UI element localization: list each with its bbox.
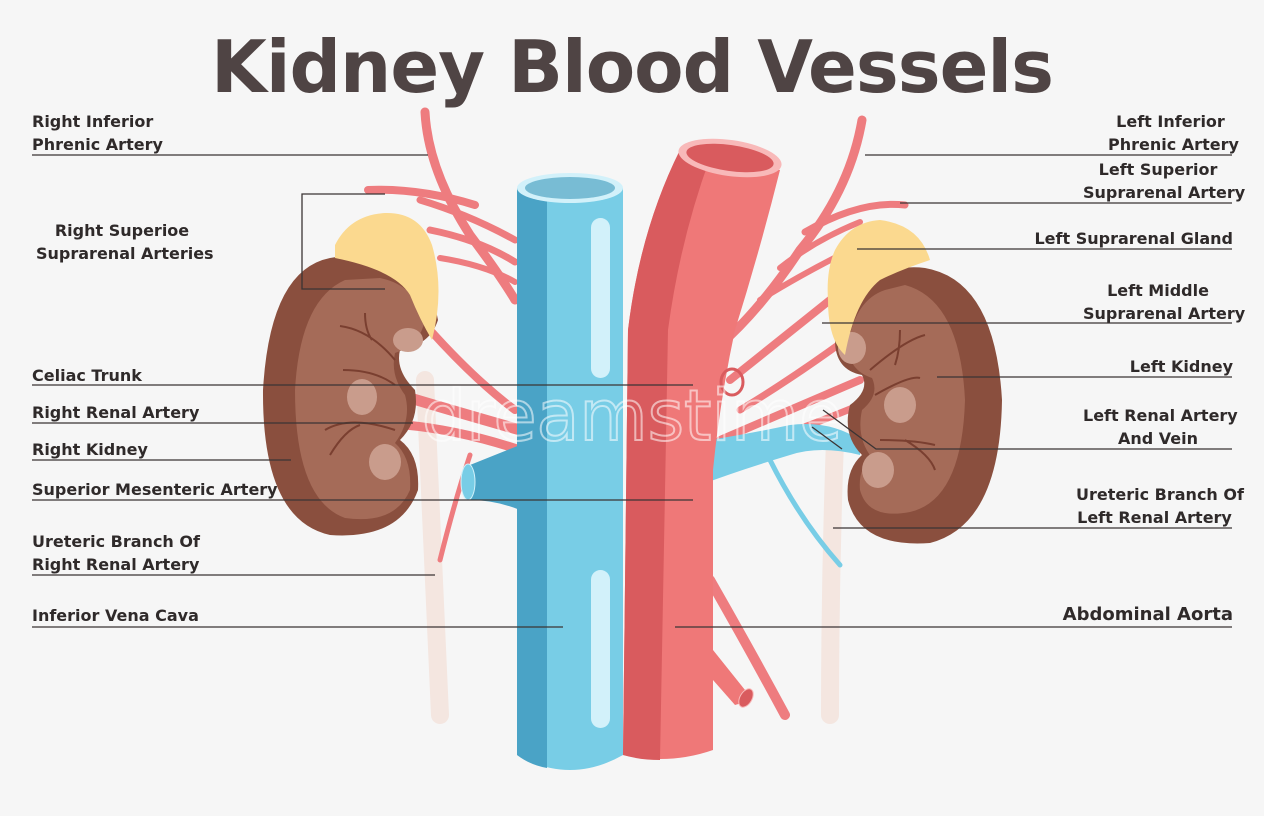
label-line: Right Renal Artery	[32, 555, 200, 574]
label-line: Ureteric Branch Of	[32, 532, 200, 551]
label-ureteric-branch-left-renal-artery: Ureteric Branch Of Left Renal Artery	[1076, 483, 1244, 529]
label-line: Right Inferior	[32, 112, 154, 131]
label-left-middle-suprarenal-artery: Left Middle Suprarenal Artery	[1083, 279, 1246, 325]
label-right-superior-suprarenal-arteries: Right Superioe Suprarenal Arteries	[36, 219, 214, 265]
abdominal-aorta	[623, 138, 782, 760]
watermark-text: dreamstime	[422, 375, 842, 457]
leader-lines	[32, 154, 1232, 628]
label-line: Left Middle	[1107, 281, 1209, 300]
label-right-kidney: Right Kidney	[32, 440, 148, 459]
label-ureteric-branch-right-renal-artery: Ureteric Branch Of Right Renal Artery	[32, 530, 200, 576]
label-line: Ureteric Branch Of	[1076, 485, 1244, 504]
label-line: Suprarenal Artery	[1083, 183, 1246, 202]
label-line: Suprarenal Arteries	[36, 244, 214, 263]
label-line: Right Superioe	[54, 221, 190, 240]
label-line: Phrenic Artery	[1108, 135, 1239, 154]
label-left-inferior-phrenic-artery: Left Inferior Phrenic Artery	[1108, 110, 1239, 156]
label-line: And Vein	[1117, 429, 1199, 448]
right-renal-vein	[460, 445, 520, 510]
label-abdominal-aorta: Abdominal Aorta	[1062, 604, 1233, 625]
label-right-inferior-phrenic-artery: Right Inferior Phrenic Artery	[32, 110, 163, 156]
label-line: Left Superior	[1098, 160, 1218, 179]
label-line: Left Renal Artery	[1077, 508, 1232, 527]
label-celiac-trunk: Celiac Trunk	[32, 366, 142, 385]
label-superior-mesenteric-artery: Superior Mesenteric Artery	[32, 480, 278, 499]
label-left-superior-suprarenal-artery: Left Superior Suprarenal Artery	[1083, 158, 1246, 204]
label-right-renal-artery: Right Renal Artery	[32, 403, 200, 422]
diagram-title: Kidney Blood Vessels	[211, 25, 1054, 109]
label-line: Suprarenal Artery	[1083, 304, 1246, 323]
right-kidney	[262, 212, 439, 536]
inferior-vena-cava	[517, 173, 623, 770]
label-line: Left Inferior	[1116, 112, 1225, 131]
label-line: Left Renal Artery	[1083, 406, 1238, 425]
left-kidney	[827, 220, 1002, 544]
label-inferior-vena-cava: Inferior Vena Cava	[32, 606, 199, 625]
label-left-kidney: Left Kidney	[1129, 357, 1233, 376]
label-line: Phrenic Artery	[32, 135, 163, 154]
label-left-suprarenal-gland: Left Suprarenal Gland	[1034, 229, 1233, 248]
label-left-renal-artery-and-vein: Left Renal Artery And Vein	[1083, 404, 1238, 450]
